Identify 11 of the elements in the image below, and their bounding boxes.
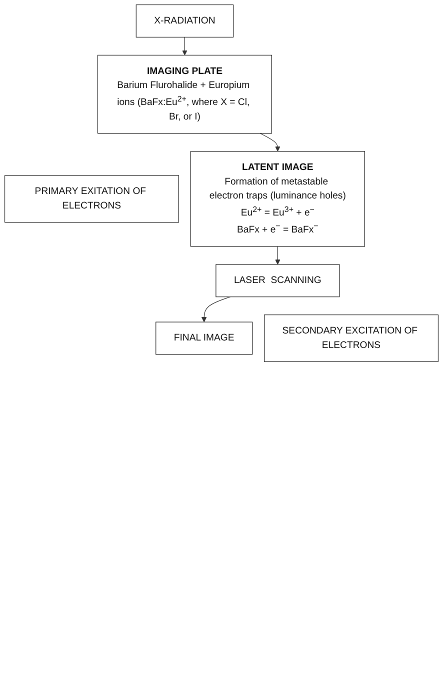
arrow: [260, 133, 280, 152]
arrow: [275, 246, 280, 265]
arrow: [182, 36, 188, 56]
arrow: [201, 296, 231, 322]
node-box: LATENT IMAGE Formation of metastable electron traps (luminance holes) Eu$^{2+}$ = Eu$^{3+}$ + e$^{−}$ BaFx + e$^{−}$ = BaFx$^{−}$: [190, 151, 365, 247]
node-box: PRIMARY EXITATION OF ELECTRONS: [4, 175, 180, 223]
node-box: LASER SCANNING: [216, 264, 340, 298]
node-box: SECONDARY EXCITATION OF ELECTRONS: [264, 314, 438, 362]
node-box: IMAGING PLATE Barium Flurohalide + Europium ions (BaFx:Eu$^{2+}$, where X = Cl, Br, or I): [97, 54, 272, 134]
node-box: X-RADIATION: [136, 4, 234, 38]
node-box: FINAL IMAGE: [156, 322, 253, 355]
